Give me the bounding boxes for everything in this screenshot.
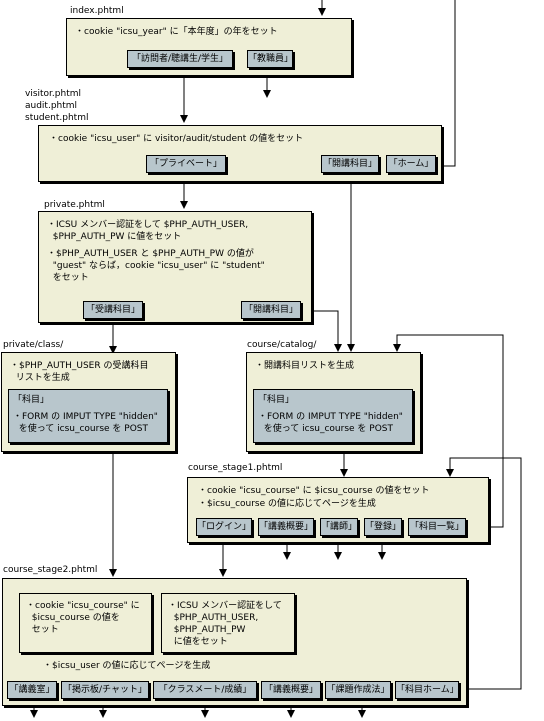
private-line4: "guest" ならば，cookie "icsu_user" に "studen…	[47, 261, 265, 271]
stage2-right-line2: $PHP_AUTH_USER,	[168, 613, 259, 623]
catalog-item-line2: を使って icsu_course を POST	[258, 424, 394, 434]
stage2-board-chat-button[interactable]: 「掲示板/チャット」	[61, 681, 149, 699]
enrolled-button[interactable]: 「受講科目」	[83, 301, 143, 319]
label-course-catalog: course/catalog/	[247, 340, 317, 350]
class-line2: リストを生成	[10, 373, 70, 383]
catalog-course-item[interactable]: 「科目」 ・FORM の IMPUT TYPE "hidden" を使って ic…	[253, 389, 413, 443]
home-button[interactable]: 「ホーム」	[386, 155, 436, 173]
stage1-instructor-button[interactable]: 「講師」	[320, 518, 358, 536]
index-box: ・cookie "icsu_year" に「本年度」の年をセット 「訪問者/聴講…	[66, 18, 352, 76]
class-course-item[interactable]: 「科目」 ・FORM の IMPUT TYPE "hidden" を使って ic…	[8, 389, 168, 443]
catalog-line1: ・開講科目リストを生成	[255, 361, 355, 371]
stage2-lecture-room-button[interactable]: 「講義室」	[7, 681, 57, 699]
private-line2: $PHP_AUTH_PW に値をセット	[47, 232, 182, 242]
stage2-line: ・$icsu_user の値に応じてページを生成	[43, 661, 211, 671]
stage2-right-line1: ・ICSU メンバー認証をして	[168, 601, 282, 611]
catalog-button[interactable]: 「開講科目」	[241, 301, 301, 319]
private-button[interactable]: 「プライベート」	[146, 155, 226, 173]
stage2-syllabus-button[interactable]: 「講義概要」	[261, 681, 321, 699]
stage2-right-line4: に値をセット	[168, 637, 228, 647]
label-visitor: visitor.phtml	[25, 89, 81, 99]
label-course-stage2: course_stage2.phtml	[3, 565, 98, 575]
stage2-auth-box: ・ICSU メンバー認証をして $PHP_AUTH_USER, $PHP_AUT…	[161, 593, 295, 653]
visitor-button[interactable]: 「訪問者/聴講生/学生」	[127, 50, 233, 68]
class-box: ・$PHP_AUTH_USER の受講科目 リストを生成 「科目」 ・FORM …	[1, 352, 176, 452]
stage2-left-line1: ・cookie "icsu_course" に	[26, 601, 140, 611]
courses-button[interactable]: 「開講科目」	[321, 155, 379, 173]
catalog-item-title: 「科目」	[258, 395, 295, 405]
stage2-classmates-grades-button[interactable]: 「クラスメート/成績」	[153, 681, 257, 699]
stage1-line1: ・cookie "icsu_course" に $icsu_course の値を…	[198, 486, 430, 496]
stage1-syllabus-button[interactable]: 「講義概要」	[258, 518, 314, 536]
stage2-right-line3: $PHP_AUTH_PW	[168, 625, 246, 635]
staff-button[interactable]: 「教職員」	[247, 50, 293, 68]
private-line5: をセット	[47, 273, 89, 283]
stage1-box: ・cookie "icsu_course" に $icsu_course の値を…	[187, 477, 489, 543]
class-line1: ・$PHP_AUTH_USER の受講科目	[10, 361, 149, 371]
stage1-course-list-button[interactable]: 「科目一覧」	[408, 518, 466, 536]
label-private: private.phtml	[44, 200, 105, 210]
stage2-course-home-button[interactable]: 「科目ホーム」	[395, 681, 459, 699]
stage1-line2: ・$icsu_course の値に応じてページを生成	[198, 499, 376, 509]
stage2-box: ・cookie "icsu_course" に $icsu_course の値を…	[2, 578, 467, 706]
stage2-cookie-box: ・cookie "icsu_course" に $icsu_course の値を…	[19, 593, 152, 653]
class-item-line1: ・FORM の IMPUT TYPE "hidden"	[13, 412, 158, 422]
stage2-assignment-button[interactable]: 「課題作成法」	[325, 681, 391, 699]
private-line3: ・$PHP_AUTH_USER と $PHP_AUTH_PW の値が	[47, 249, 254, 259]
user-box: ・cookie "icsu_user" に visitor/audit/stud…	[38, 125, 442, 182]
label-student: student.phtml	[25, 113, 89, 123]
stage1-register-button[interactable]: 「登録」	[364, 518, 402, 536]
catalog-item-line1: ・FORM の IMPUT TYPE "hidden"	[258, 412, 403, 422]
stage2-left-line3: セット	[26, 625, 59, 635]
catalog-box: ・開講科目リストを生成 「科目」 ・FORM の IMPUT TYPE "hid…	[246, 352, 421, 452]
user-text: ・cookie "icsu_user" に visitor/audit/stud…	[49, 134, 304, 144]
index-text: ・cookie "icsu_year" に「本年度」の年をセット	[75, 27, 278, 37]
label-course-stage1: course_stage1.phtml	[188, 463, 283, 473]
private-box: ・ICSU メンバー認証をして $PHP_AUTH_USER, $PHP_AUT…	[38, 211, 312, 323]
stage1-login-button[interactable]: 「ログイン」	[196, 518, 252, 536]
label-index: index.phtml	[70, 6, 124, 16]
class-item-line2: を使って icsu_course を POST	[13, 424, 149, 434]
stage2-left-line2: $icsu_course の値を	[26, 613, 120, 623]
label-private-class: private/class/	[3, 340, 64, 350]
class-item-title: 「科目」	[13, 395, 50, 405]
label-audit: audit.phtml	[25, 101, 78, 111]
private-line1: ・ICSU メンバー認証をして $PHP_AUTH_USER,	[47, 220, 249, 230]
